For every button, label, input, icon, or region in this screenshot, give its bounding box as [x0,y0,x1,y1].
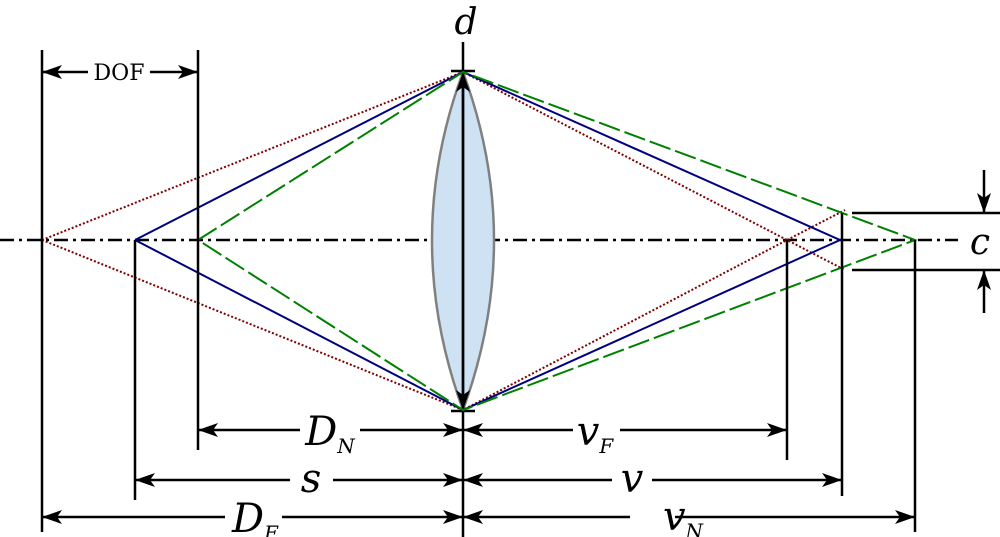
label-dof: DOF [94,61,145,86]
extension-lines [40,50,1000,532]
dimension-lines [42,423,915,524]
label-image-distance: v [621,456,644,502]
label-subject-distance: s [301,456,322,502]
focus-rays [134,70,843,412]
label-d: d [454,2,477,43]
label-far-distance: DF [231,496,279,537]
label-c: c [970,222,990,263]
label-near-distance: DN [304,409,356,458]
far-limit-rays [41,70,846,412]
label-far-image-distance: vF [577,409,615,458]
label-near-image-distance: vN [663,494,705,537]
